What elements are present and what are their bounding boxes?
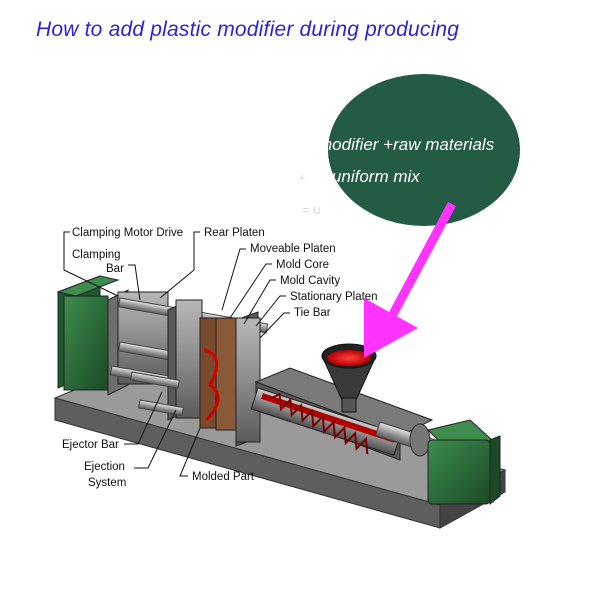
page-title: How to add plastic modifier during produ…: [36, 18, 460, 41]
label-mold-cavity: Mold Cavity: [280, 275, 340, 287]
stationary-platen: [235, 311, 261, 447]
label-ejection-system-line1: Ejection: [84, 461, 125, 473]
bubble-line-2: =uniform mix: [322, 167, 420, 186]
label-clamping-motor-drive: Clamping Motor Drive: [72, 227, 183, 239]
moveable-platen: [167, 299, 203, 421]
label-stationary-platen: Stationary Platen: [290, 291, 378, 303]
label-moveable-platen: Moveable Platen: [250, 243, 336, 255]
ghost-text-2: = u: [302, 202, 320, 217]
label-mold-core: Mold Core: [276, 259, 329, 271]
label-ejection-system-line2: System: [88, 477, 126, 489]
clamping-motor-housing: [56, 275, 120, 391]
ghost-text-1: +: [298, 170, 306, 185]
label-clamping-bar-line2: Bar: [106, 263, 124, 275]
leader-lines: [63, 231, 290, 477]
magenta-arrow: [364, 201, 456, 358]
mold-cavity: [203, 317, 239, 431]
label-clamping-bar-line1: Clamping: [72, 249, 121, 261]
injection-motor-housing: [427, 419, 501, 506]
label-ejector-bar: Ejector Bar: [62, 439, 119, 451]
hopper: [321, 343, 377, 413]
ejector-bars: [130, 371, 184, 417]
speech-bubble: modifier +raw materials =uniform mix: [318, 74, 520, 226]
label-rear-platen: Rear Platen: [204, 227, 265, 239]
label-molded-part: Molded Part: [192, 471, 255, 483]
bubble-line-1: modifier +raw materials: [318, 135, 495, 154]
label-tie-bar: Tie Bar: [294, 307, 331, 319]
